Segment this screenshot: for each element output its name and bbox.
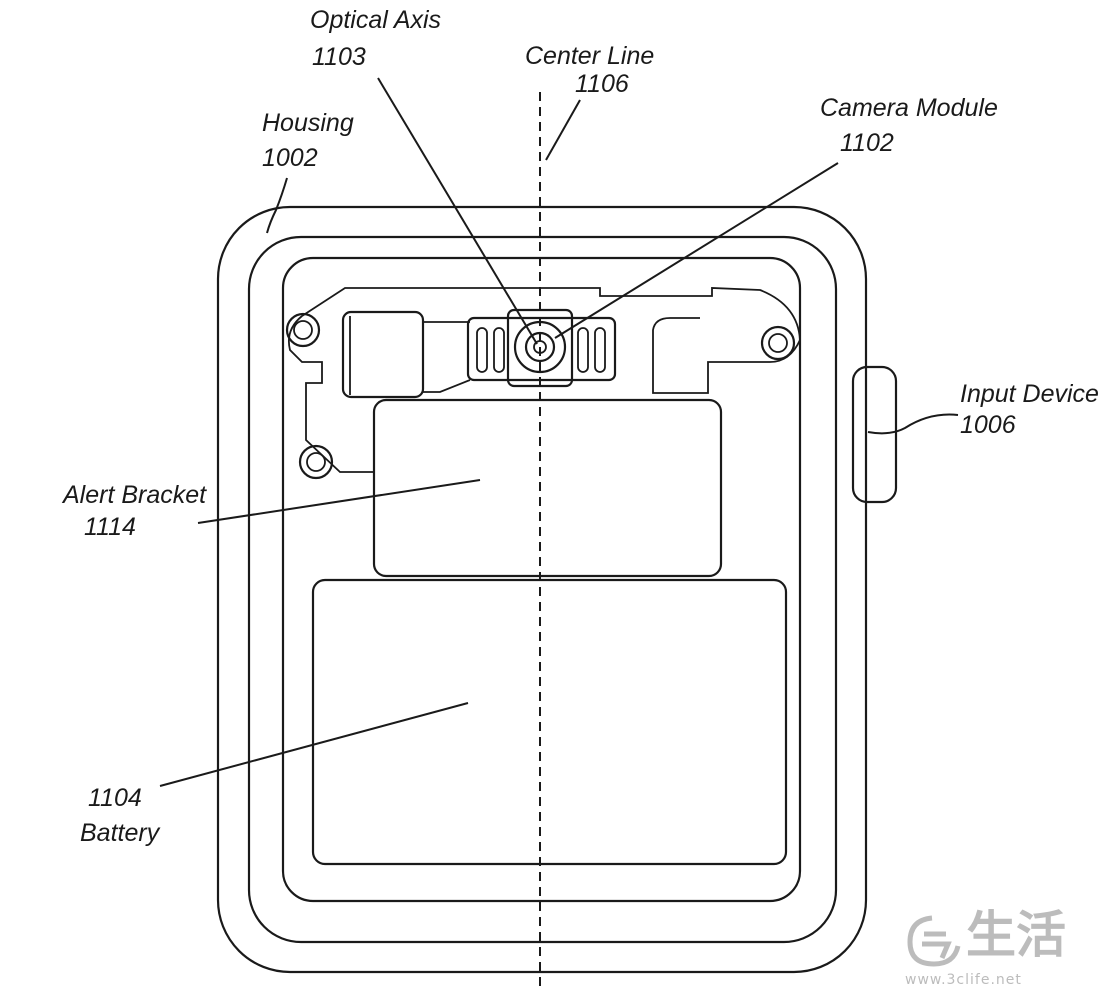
leader-center-line [545, 99, 581, 161]
label-housing-name: Housing [262, 109, 354, 137]
mount-boss-mid-left-inner [306, 452, 326, 472]
leader-battery [159, 702, 469, 787]
leader-housing [266, 177, 288, 234]
leader-input-device [867, 413, 959, 435]
mount-boss-top-right-inner [768, 333, 788, 353]
leader-alert-bracket [197, 479, 481, 524]
mount-boss-top-right [760, 325, 796, 361]
camera-slot-left [476, 327, 488, 373]
label-alert-bracket-name: Alert Bracket [63, 481, 207, 509]
battery [311, 578, 788, 866]
label-housing-ref: 1002 [262, 144, 318, 172]
housing-inner-outline [247, 235, 838, 944]
label-camera-module-ref: 1102 [840, 129, 894, 157]
mount-boss-top-left-inner [293, 320, 313, 340]
label-optical-axis-name: Optical Axis [310, 6, 442, 34]
left-bracket-outline [287, 315, 375, 473]
label-input-device-ref: 1006 [960, 411, 1016, 439]
camera-module-body [466, 316, 617, 382]
label-optical-axis-ref: 1103 [312, 43, 366, 71]
label-camera-module-name: Camera Module [820, 94, 998, 122]
input-device-crown [851, 365, 898, 504]
flex-cable [423, 321, 471, 393]
leader-camera-module [554, 162, 839, 339]
watermark-url: www.3clife.net [905, 972, 1022, 988]
label-battery-name: Battery [80, 819, 160, 847]
label-battery-ref: 1104 [88, 784, 142, 812]
label-alert-bracket-ref: 1114 [84, 513, 136, 541]
mount-boss-mid-left [298, 444, 334, 480]
watermark-text: 生活 [966, 906, 1066, 964]
camera-slot-right-2 [594, 327, 606, 373]
label-input-device-name: Input Device [960, 380, 1099, 408]
watermark-logo-icon [907, 915, 961, 967]
camera-slot-right [577, 327, 589, 373]
mount-boss-top-left [285, 312, 321, 348]
label-center-line-ref: 1106 [575, 70, 629, 98]
housing-outer-outline [216, 205, 868, 974]
camera-slot-left-2 [493, 327, 505, 373]
label-center-line-name: Center Line [525, 42, 655, 70]
internal-cavity-outline [281, 256, 802, 903]
leader-optical-axis [377, 77, 538, 345]
alert-bracket [372, 398, 723, 578]
top-bracket-outline [301, 287, 801, 394]
left-connector-block [341, 310, 425, 399]
